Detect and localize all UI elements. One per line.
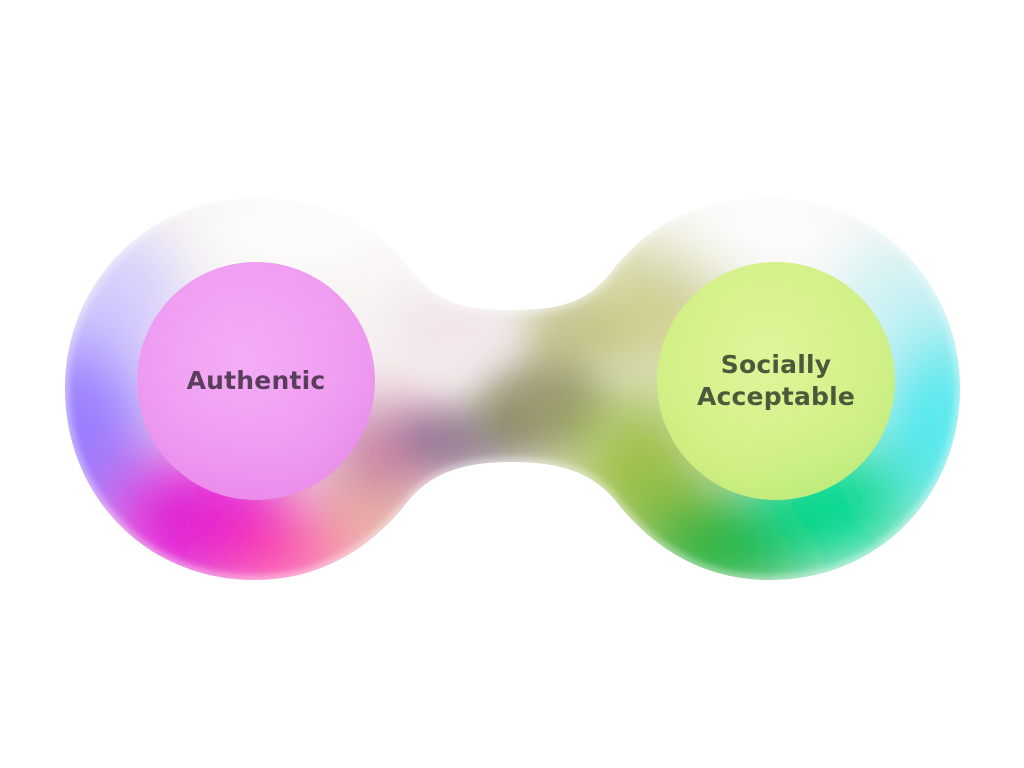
authentic-label: Authentic: [186, 366, 326, 395]
socially-acceptable-label: Socially Acceptable: [696, 350, 856, 411]
authentic-node: Authentic: [137, 262, 375, 500]
socially-acceptable-node: Socially Acceptable: [657, 262, 895, 500]
